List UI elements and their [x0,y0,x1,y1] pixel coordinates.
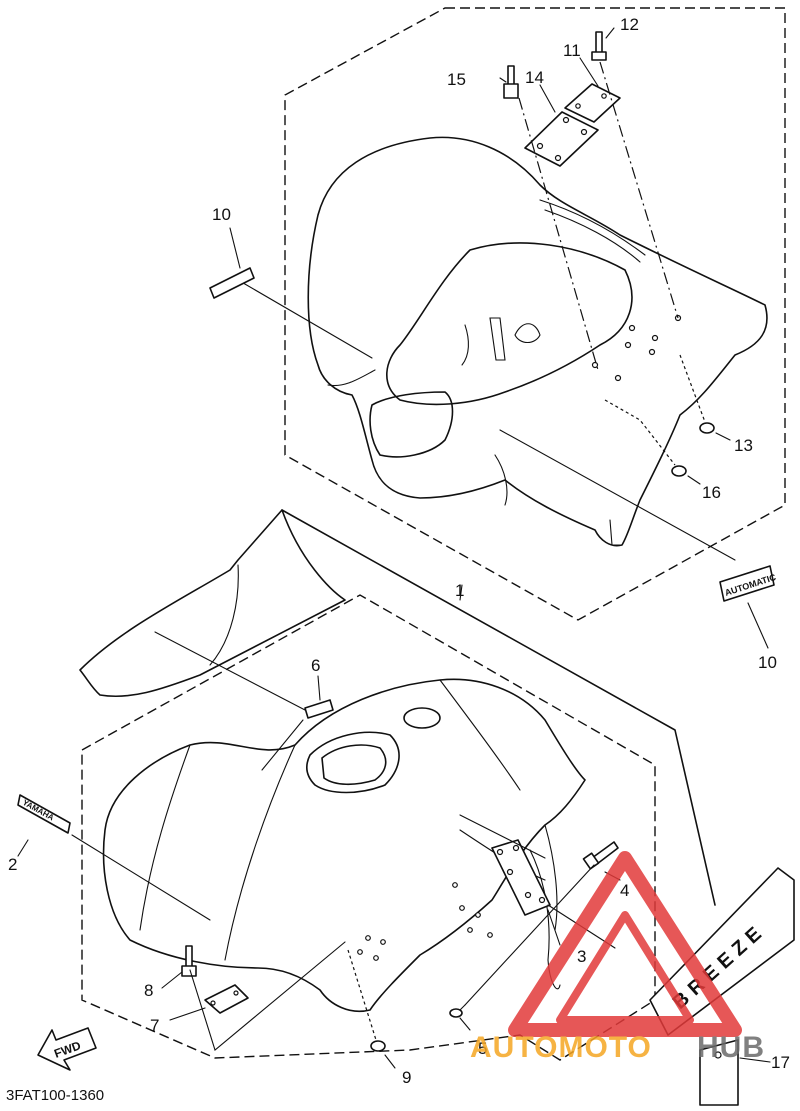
mounting-plate-7 [204,984,249,1014]
callout-14: 14 [525,68,544,87]
watermark-text-hub: HUB [697,1031,765,1064]
mounting-plate-11 [564,83,621,123]
callout-10-lower: 10 [758,653,777,672]
callout-4: 4 [620,881,629,900]
callout-1: 1 [455,581,464,600]
callout-13: 13 [734,436,753,455]
bolt-15 [503,65,519,99]
rear-fender [307,136,768,547]
bolt-4 [582,841,619,870]
washer-16 [671,465,687,477]
callout-2: 2 [8,855,17,874]
front-fender [102,678,586,1012]
callout-17: 17 [771,1053,790,1072]
mounting-plate-3 [491,839,551,916]
decal-6 [304,699,334,719]
rear-fender-group-boundary [284,7,786,621]
diagram-code: 3FAT100-1360 [6,1087,104,1104]
callout-10-upper: 10 [212,205,231,224]
watermark-triangle-icon [508,851,742,1037]
watermark-logo: AUTOMOTO HUB [470,851,765,1064]
decal-automatic: AUTOMATIC [719,565,778,602]
washer-5 [449,1008,463,1018]
watermark-text-automoto: AUTOMOTO [470,1031,652,1064]
callout-15: 15 [447,70,466,89]
front-fender-group-boundary [81,594,656,1061]
callout-5: 5 [478,1039,487,1058]
callout-11: 11 [563,41,581,60]
callout-9: 9 [402,1068,411,1087]
callout-8: 8 [144,981,153,1000]
bolt-8 [181,945,197,977]
mounting-plate-14 [524,111,599,167]
callout-12: 12 [620,15,639,34]
callout-16: 16 [702,483,721,502]
washer-13 [699,422,715,434]
part-17 [699,1039,739,1106]
decal-10-strip [209,267,255,299]
bolt-12 [591,31,607,61]
fender-flap [79,509,346,698]
callout-7: 7 [150,1016,159,1035]
decal-yamaha: YAMAHA [17,794,71,834]
callout-3: 3 [577,947,586,966]
fwd-arrow-icon: FWD [37,1027,97,1071]
washer-9 [370,1040,386,1052]
callout-6: 6 [311,656,320,675]
